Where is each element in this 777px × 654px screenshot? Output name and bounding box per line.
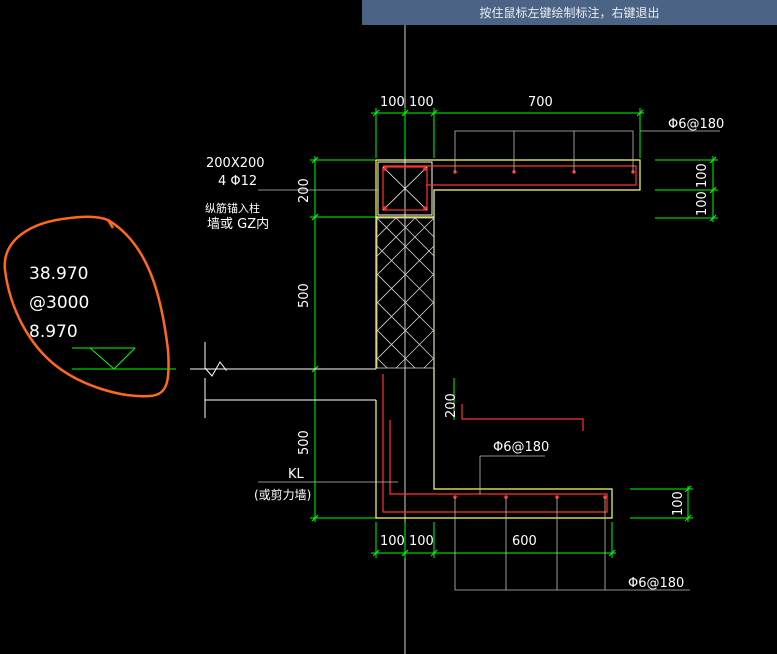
rebar-label-bottom: Φ6@180 <box>628 576 684 591</box>
elevation-bottom: 8.970 <box>29 322 78 342</box>
elevation-spacing: @3000 <box>29 293 89 313</box>
dim-left-500-upper: 500 <box>297 283 312 308</box>
dim-bottom-100-a: 100 <box>380 534 405 549</box>
dim-top-100-a: 100 <box>380 95 405 110</box>
column-rebar-label: 4 Φ12 <box>218 174 257 189</box>
dim-mid-200: 200 <box>444 393 459 418</box>
rebar-leaders <box>258 130 720 591</box>
beam-line <box>190 342 406 420</box>
beam-name-label: KL <box>288 467 305 482</box>
markup-circle <box>3 215 170 398</box>
command-prompt-bar: 按住鼠标左键绘制标注，右键退出 <box>362 0 777 25</box>
dim-right-100-bottom: 100 <box>671 491 686 516</box>
dim-right-100-lower: 100 <box>695 191 710 216</box>
dim-top-700: 700 <box>528 95 553 110</box>
dim-left-200: 200 <box>297 178 312 203</box>
dim-right-100-upper: 100 <box>695 163 710 188</box>
dim-bottom-600: 600 <box>512 534 537 549</box>
dim-left-500-lower: 500 <box>297 430 312 455</box>
column-anchor-line2: 墙或 GZ内 <box>207 216 269 232</box>
command-prompt-text: 按住鼠标左键绘制标注，右键退出 <box>479 6 660 20</box>
column-anchor-line1: 纵筋锚入柱 <box>205 201 260 215</box>
rebar-label-top: Φ6@180 <box>668 117 724 132</box>
rebar-label-middle: Φ6@180 <box>493 440 549 455</box>
section-outline <box>375 159 641 519</box>
dim-top-100-b: 100 <box>409 95 434 110</box>
elevation-top: 38.970 <box>29 264 88 284</box>
beam-alt-label: (或剪力墙) <box>254 487 311 502</box>
column-size-label: 200X200 <box>206 156 265 171</box>
dim-bottom-100-b: 100 <box>409 534 434 549</box>
elevation-symbol <box>72 347 176 370</box>
dimension-group <box>310 108 718 558</box>
constructional-column <box>377 161 433 216</box>
wall-hatch <box>376 217 435 369</box>
